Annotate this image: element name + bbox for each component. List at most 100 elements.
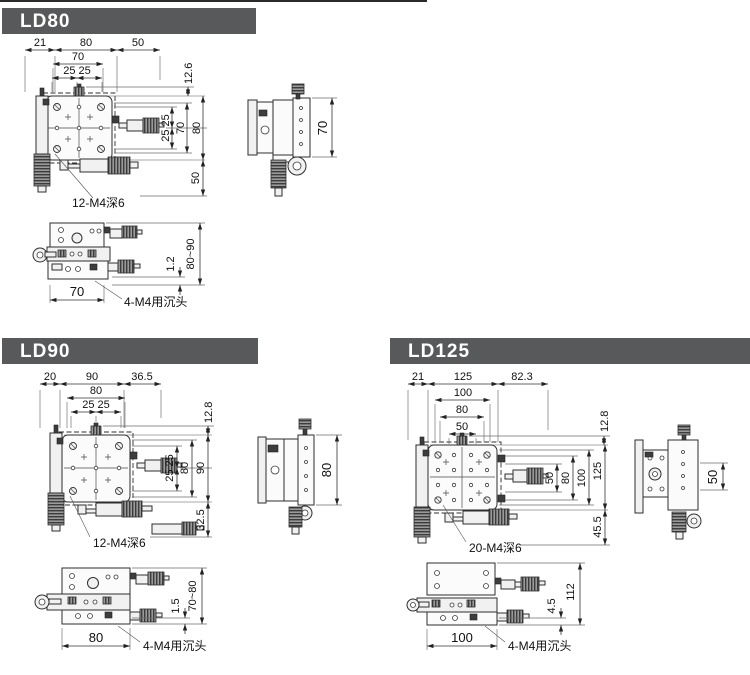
ld90-top-view: 20 90 36.5 80 25 25 12.8 25 25 (39, 371, 215, 550)
dim-ld125-128: 12.8 (599, 411, 611, 432)
ld80-front-dimensions: 80~90 1.2 70 (49, 222, 205, 303)
dim-ld80-70r: 70 (175, 122, 187, 134)
ld90-right-micrometer (129, 451, 183, 474)
dim-ld125-112: 112 (565, 583, 577, 601)
dim-ld125-80r: 80 (560, 472, 572, 484)
ld125-hole-grid (435, 452, 490, 503)
dim-ld125-125r: 125 (592, 462, 604, 480)
ld90-front-dimensions: 70~80 1.5 80 (61, 567, 207, 650)
ld80-right-micrometer (111, 115, 165, 134)
dim-ld125-100b: 100 (451, 630, 473, 645)
ld90-top-dimensions: 20 90 36.5 80 25 25 12.8 (39, 371, 215, 435)
section-title: LD80 (20, 11, 71, 32)
dim-ld80-side-70: 70 (315, 121, 330, 135)
section-title: LD90 (20, 341, 71, 362)
ld125-right-micrometer (497, 454, 549, 503)
ld90-left-micrometer (47, 424, 65, 532)
dim-ld90-325: 32.5 (195, 509, 207, 530)
dim-ld80-50r: 50 (190, 172, 202, 184)
dim-ld90-7080: 70~80 (187, 581, 199, 612)
ld90-holes-callout: 12-M4深6 (69, 495, 146, 550)
dim-ld80-80r: 80 (191, 122, 203, 134)
dim-ld80-2525r: 25 25 (160, 114, 172, 142)
ld80-side-view: 70 (247, 83, 337, 197)
ld125-side-dimension: 50 (700, 462, 728, 491)
dim-ld80-2525t: 25 25 (63, 65, 91, 77)
ld80-front-callout: 4-M4用沉头 (94, 280, 187, 309)
ld80-front-upper-micrometer (103, 225, 143, 239)
ld125-top-view: 21 125 82.3 100 80 50 12.8 (407, 371, 611, 555)
dim-ld90-side-80: 80 (319, 463, 334, 477)
ld125-right-dimensions: 50 80 100 125 45.5 (499, 445, 610, 546)
ld125-left-micrometer (413, 436, 431, 544)
ld125-side-micrometer (671, 511, 687, 533)
ld90-side-micrometer (288, 506, 303, 528)
dim-ld80-12: 1.2 (165, 256, 177, 271)
ld125-front-callout: 4-M4用沉头 (484, 625, 571, 653)
ld90-corner-screws (69, 442, 123, 495)
dim-ld80-8090: 80~90 (185, 239, 197, 270)
dim-ld125-50t: 50 (456, 421, 468, 433)
ld90-bottom-micrometer (77, 500, 205, 536)
dim-ld125-100r: 100 (576, 469, 588, 487)
ld80-top-view: 21 80 50 70 25 25 12.6 25 25 (24, 37, 207, 210)
ld90-front-lower-micrometer (129, 608, 163, 623)
ld90-right-dimensions: 25 25 80 90 32.5 (132, 435, 212, 538)
dim-ld90-2525r: 25 25 (164, 454, 176, 482)
ld90-side-top-knob (298, 418, 312, 430)
ld80-drawing: 21 80 50 70 25 25 12.6 25 25 (24, 37, 337, 309)
ld125-bottom-micrometer (444, 508, 518, 526)
ld125-holes-callout: 20-M4深6 (442, 504, 522, 555)
ld90-front-base (61, 609, 131, 625)
dim-ld125-455: 45.5 (592, 516, 604, 537)
ld80-front-view: 80~90 1.2 70 4-M4用沉头 (32, 222, 205, 309)
dim-ld90-80t: 80 (90, 385, 102, 397)
dim-ld90-80b: 80 (89, 630, 103, 645)
ld90-side-dimension: 80 (316, 434, 342, 506)
ld125-corner-screws (434, 451, 491, 504)
dim-ld90-2525t: 25 25 (82, 399, 110, 411)
section-title: LD125 (408, 341, 471, 362)
dim-ld80-50: 50 (132, 37, 144, 49)
dim-ld80-70t: 70 (72, 51, 84, 63)
ld125-front-dimensions: 112 4.5 100 (426, 562, 585, 650)
ld125-top-knob (456, 435, 468, 446)
label-ld90-sink: 4-M4用沉头 (143, 639, 206, 653)
ld90-front-view: 70~80 1.5 80 4-M4用沉头 (34, 567, 207, 653)
dim-ld125-125: 125 (454, 371, 472, 383)
ld80-left-micrometer (33, 87, 51, 193)
ld90-front-upper-micrometer (129, 571, 170, 586)
ld125-top-dimensions: 21 125 82.3 100 80 50 12.8 (407, 371, 611, 445)
dim-ld125-side-50: 50 (705, 470, 720, 484)
ld80-hole-grid (54, 104, 104, 152)
scan-edge-line (0, 0, 427, 2)
ld125-front-top-plate (426, 562, 496, 596)
dim-ld90-128: 12.8 (203, 402, 215, 423)
dim-ld90-20: 20 (44, 371, 56, 383)
ld90-top-knob (90, 425, 102, 436)
label-ld80-holes: 12-M4深6 (72, 196, 125, 210)
ld90-hole-grid (70, 443, 122, 494)
ld125-front-upper-micrometer (494, 576, 546, 592)
dim-ld90-90: 90 (86, 371, 98, 383)
dim-ld90-80r: 80 (179, 462, 191, 474)
dim-ld80-80: 80 (80, 37, 92, 49)
ld80-top-dimensions: 21 80 50 70 25 25 12.6 (24, 37, 195, 96)
dim-ld90-365: 36.5 (131, 371, 152, 383)
dim-ld125-45: 4.5 (546, 598, 558, 613)
dim-ld80-126: 12.6 (183, 63, 195, 84)
dim-ld90-15: 1.5 (170, 598, 182, 613)
label-ld80-sink: 4-M4用沉头 (124, 295, 187, 309)
label-ld125-holes: 20-M4深6 (469, 541, 522, 555)
ld80-side-dimension: 70 (312, 97, 337, 158)
ld90-drawing: 20 90 36.5 80 25 25 12.8 25 25 (34, 371, 342, 653)
section-header-ld90: LD90 (2, 338, 258, 364)
ld125-drawing: 21 125 82.3 100 80 50 12.8 (406, 371, 728, 653)
dim-ld90-90r: 90 (195, 462, 207, 474)
dim-ld80-21: 21 (34, 37, 46, 49)
ld80-holes-callout: 12-M4深6 (54, 153, 125, 210)
ld90-side-view: 80 (257, 418, 342, 535)
ld125-side-top-knob (677, 424, 691, 436)
